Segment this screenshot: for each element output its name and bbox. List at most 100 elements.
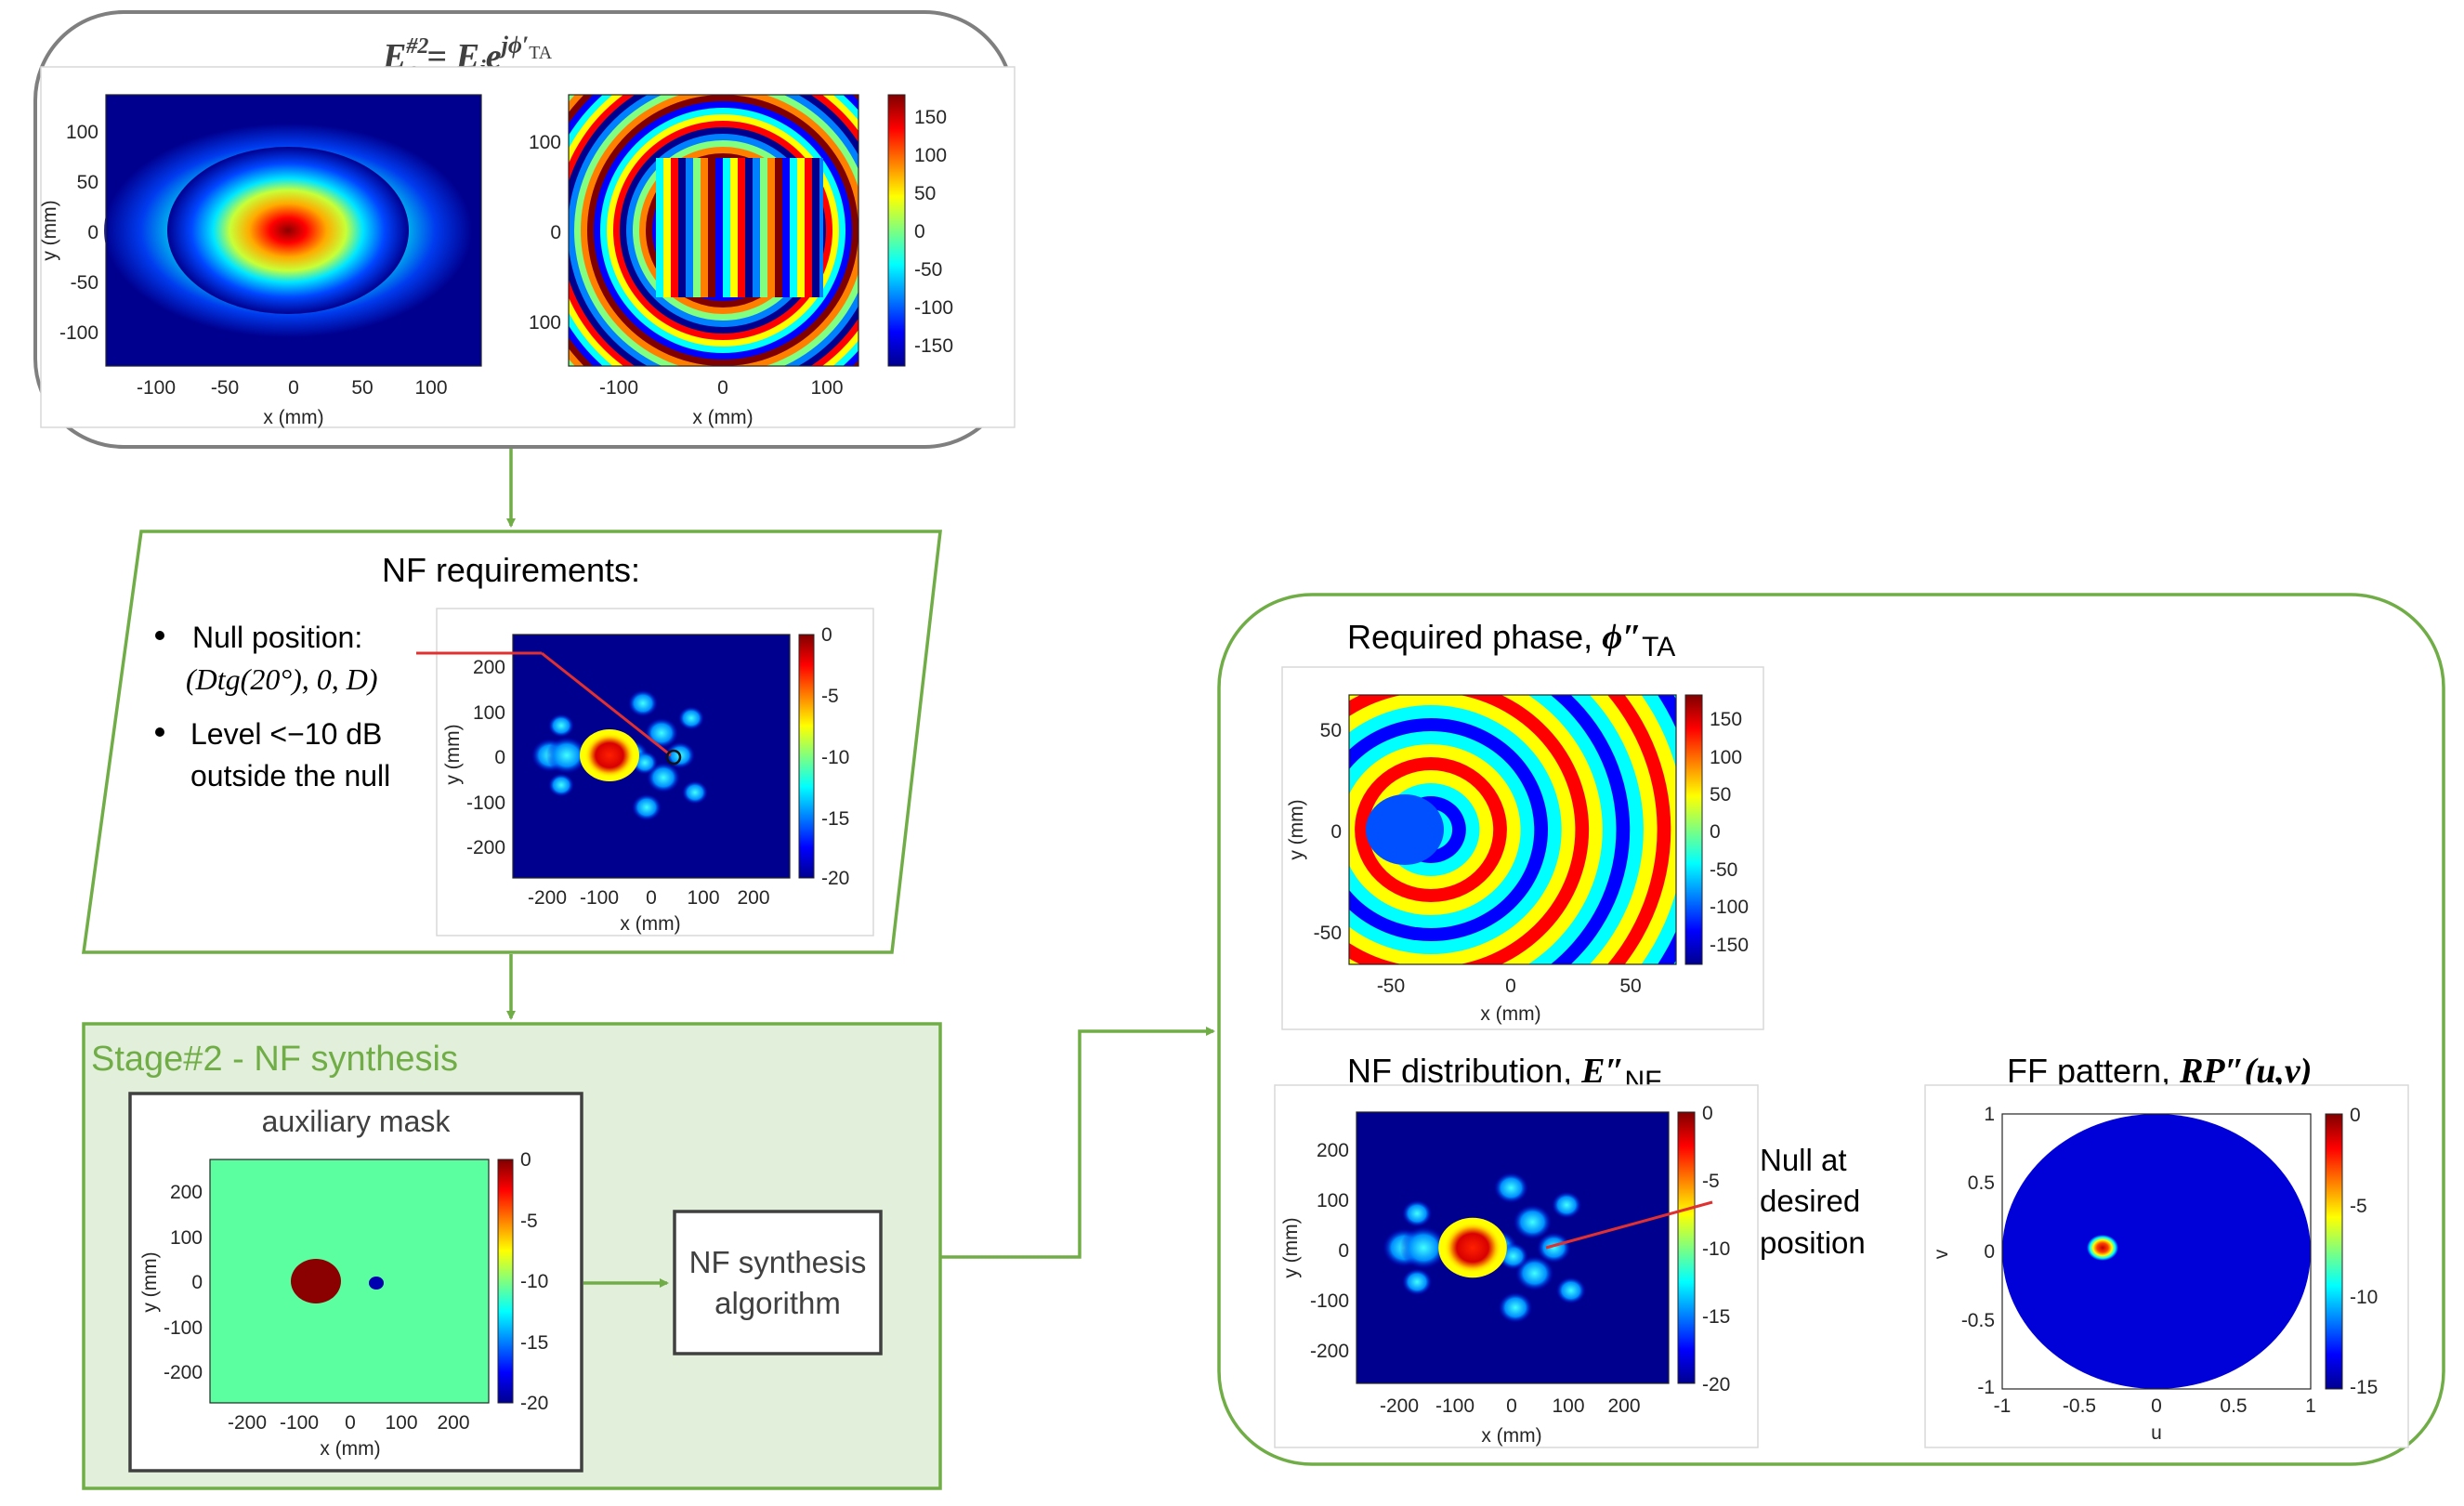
rp-ytick: -50 [1314, 923, 1342, 944]
result-box: Required phase, ϕ″TA 150 100 50 0 -50 -1… [1217, 593, 2445, 1466]
req-ytick: -200 [466, 837, 505, 858]
ff-cbar-tick: 0 [2350, 1105, 2361, 1126]
ff-xtick: 1 [2305, 1395, 2316, 1417]
rp-cbar-tick: -50 [1710, 859, 1737, 881]
mask-ytick: -200 [164, 1362, 203, 1383]
side-lobe [1498, 1291, 1533, 1323]
ff-xlabel: u [2151, 1422, 2162, 1444]
rp-cbar-tick: -100 [1710, 897, 1749, 918]
ff-xtick: -1 [1994, 1395, 2012, 1417]
nf-requirements-box: NF requirements: Null position: (Dtg(20°… [81, 530, 942, 954]
top-phase-plot: 150 100 50 0 -50 -100 -150 100 0 100 -10… [529, 94, 953, 428]
amp-xlabel: x (mm) [263, 407, 323, 428]
ff-main-beam [2087, 1235, 2118, 1261]
required-phase-title: Required phase, ϕ″TA [1347, 618, 1675, 662]
mask-xtick: -200 [228, 1412, 267, 1434]
nf-ytick: 0 [1338, 1240, 1349, 1262]
mask-xtick: 100 [385, 1412, 417, 1434]
rp-cbar-tick: 0 [1710, 821, 1721, 843]
main-lobe [1443, 1222, 1502, 1274]
phase-xtick: -100 [599, 377, 638, 399]
req-lobes [531, 689, 708, 821]
nf-xlabel: x (mm) [1481, 1425, 1541, 1447]
null-position-formula: (Dtg(20°), 0, D) [186, 662, 378, 696]
phase-stripe [745, 158, 753, 297]
top-phase-colorbar [887, 94, 906, 367]
phase-stripe [753, 158, 760, 297]
nf-cbar-tick: -20 [1702, 1374, 1730, 1395]
side-lobe [548, 773, 574, 797]
phase-stripe [686, 158, 693, 297]
phase-cbar-tick: -150 [914, 335, 953, 357]
null-marker [665, 749, 682, 766]
ff-colorbar [2325, 1113, 2343, 1390]
main-lobe [584, 733, 635, 778]
side-lobe [678, 706, 704, 730]
nf-xtick: -200 [1380, 1395, 1419, 1417]
rp-ylabel: y (mm) [1286, 799, 1307, 859]
ff-visible-region [2002, 1114, 2311, 1389]
phase-xtick: 0 [717, 377, 728, 399]
amp-xtick: 100 [414, 377, 447, 399]
nf-xtick: 0 [1506, 1395, 1517, 1417]
phase-ytick: 100 [529, 312, 561, 334]
side-lobe [1555, 1277, 1586, 1304]
amp-main-lobe [167, 147, 409, 314]
phase-cbar-tick: 50 [914, 183, 936, 204]
req-ytick: 200 [473, 657, 505, 678]
mask-xtick: -100 [280, 1412, 319, 1434]
mask-ytick: 0 [191, 1272, 203, 1293]
mask-cbar-tick: 0 [520, 1149, 531, 1171]
phase-ytick: 0 [550, 222, 561, 243]
rp-cbar-tick: 150 [1710, 709, 1742, 730]
mask-ytick: -100 [164, 1317, 203, 1339]
bullet-dot [155, 727, 164, 737]
side-lobe [1513, 1204, 1553, 1240]
mask-cbar-tick: -5 [520, 1211, 538, 1232]
req-cbar-tick: -15 [821, 808, 849, 830]
phase-stripe [708, 158, 715, 297]
mask-cbar-tick: -10 [520, 1271, 548, 1292]
rp-cbar-tick: 100 [1710, 747, 1742, 768]
phase-stripe [693, 158, 701, 297]
nf-colorbar [1677, 1111, 1696, 1384]
phase-xtick: 100 [810, 377, 843, 399]
phase-cbar-tick: 150 [914, 107, 947, 128]
req-cbar-tick: -20 [821, 868, 849, 889]
ff-pattern-title: FF pattern, RP″(u,v) [2007, 1052, 2312, 1091]
req-xtick: 100 [687, 887, 719, 909]
bullet-dot [155, 631, 164, 640]
req-ytick: 0 [494, 747, 505, 768]
amp-ytick: -50 [71, 272, 98, 294]
level-requirement-line2: outside the null [190, 759, 390, 792]
nf-cbar-tick: 0 [1702, 1103, 1713, 1124]
ff-ytick: 0 [1984, 1241, 1995, 1263]
rp-ytick: 50 [1320, 720, 1342, 741]
side-lobe [647, 762, 680, 793]
mask-main-blob [291, 1259, 341, 1303]
mask-xlabel: x (mm) [320, 1438, 380, 1460]
req-ytick: 100 [473, 702, 505, 724]
nf-ytick: -200 [1310, 1341, 1349, 1362]
ff-ytick: -0.5 [1961, 1310, 1995, 1331]
req-ylabel: y (mm) [442, 724, 464, 784]
side-lobe [1402, 1199, 1433, 1227]
mask-ylabel: y (mm) [139, 1251, 161, 1312]
side-lobe [628, 689, 658, 717]
nf-ytick: -100 [1310, 1290, 1349, 1312]
level-requirement-line1: Level <−10 dB [190, 717, 382, 751]
phase-core [1366, 794, 1444, 865]
amp-ytick: -100 [59, 322, 98, 344]
nf-xtick: 100 [1552, 1395, 1584, 1417]
rp-xtick: -50 [1377, 976, 1405, 997]
phase-xlabel: x (mm) [692, 407, 753, 428]
stage-title: Stage#2 - NF synthesis [91, 1040, 458, 1079]
req-cbar-tick: -10 [821, 747, 849, 768]
ff-ytick: 0.5 [1968, 1172, 1995, 1194]
amp-xtick: 50 [351, 377, 373, 399]
phase-stripe [775, 158, 782, 297]
null-annotation-line [1545, 1200, 1713, 1250]
side-lobe [548, 714, 574, 738]
nf-cbar-tick: -5 [1702, 1171, 1720, 1192]
phase-stripe [723, 158, 730, 297]
